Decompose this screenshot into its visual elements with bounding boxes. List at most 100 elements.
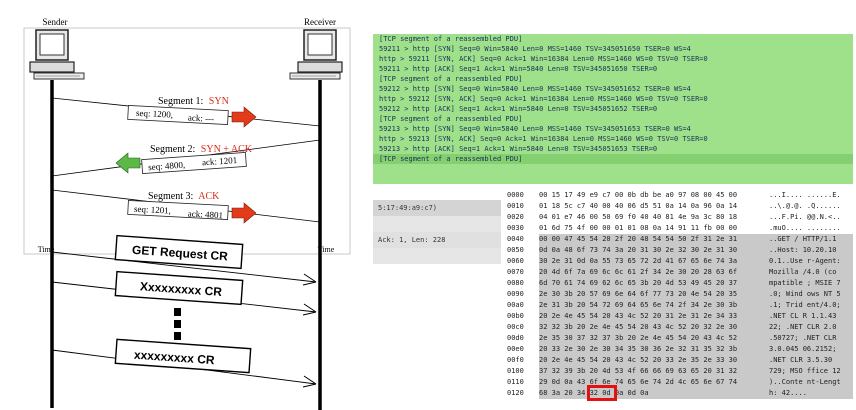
hex-offset: 00b0 — [507, 312, 524, 320]
packet-row[interactable]: 59211 > http [ACK] Seq=1 Ack=1 Win=5840 … — [379, 65, 658, 73]
packet-row[interactable]: http > 59212 [SYN, ACK] Seq=0 Ack=1 Win=… — [379, 95, 708, 103]
request-2-label: Xxxxxxxxx CR — [140, 279, 223, 299]
packet-row[interactable]: [TCP segment of a reassembled PDU] — [379, 75, 523, 83]
hex-offset: 0110 — [507, 378, 524, 386]
hex-offset: 00c0 — [507, 323, 524, 331]
request-3: xxxxxxxxx CR — [51, 338, 317, 388]
packet-row[interactable]: [TCP segment of a reassembled PDU] — [379, 35, 523, 43]
segment-3-ack: ack: 4801 — [188, 209, 224, 221]
packet-row[interactable]: [TCP segment of a reassembled PDU] — [373, 154, 853, 164]
packet-list[interactable]: [TCP segment of a reassembled PDU] 59211 … — [373, 34, 853, 184]
hex-bytes: 30 2e 31 0d 0a 55 73 65 72 2d 41 67 65 6… — [539, 256, 779, 267]
hex-ascii: .NET CL R 1.1.43 — [769, 311, 853, 322]
hex-bytes: 04 01 e7 46 00 50 69 f0 40 40 81 4e 9a 3… — [539, 213, 738, 221]
hex-row[interactable]: 00a0 2e 31 3b 20 54 72 69 64 65 6e 74 2f … — [501, 300, 853, 311]
hex-offset: 00e0 — [507, 345, 524, 353]
packet-row[interactable]: 59213 > http [ACK] Seq=1 Ack=1 Win=5840 … — [379, 145, 658, 153]
arrowhead-icon — [302, 375, 317, 388]
time-label-left: Time — [38, 245, 55, 254]
hex-ascii: .1; Trid ent/4.0; — [769, 300, 853, 311]
packet-row[interactable]: 59212 > http [SYN] Seq=0 Win=5840 Len=0 … — [379, 85, 691, 93]
hex-ascii: ..Host: 10.20.10 — [769, 245, 853, 256]
tcp-handshake-diagram: Sender Receiver Time Time Segment 1: SYN… — [23, 17, 351, 410]
hex-offset: 0040 — [507, 235, 524, 243]
packet-row[interactable]: 59211 > http [SYN] Seq=0 Win=5840 Len=0 … — [379, 45, 691, 53]
hex-bytes: 2e 30 3b 20 57 69 6e 64 6f 77 73 20 4e 5… — [539, 289, 779, 300]
hex-ascii: .50727; .NET CLR — [769, 333, 853, 344]
hex-bytes: 2e 31 3b 20 54 72 69 64 65 6e 74 2f 34 2… — [539, 300, 779, 311]
sender-label: Sender — [43, 17, 68, 27]
segment-2-flag: SYN + ACK — [201, 144, 253, 155]
hex-bytes: 0d 0a 48 6f 73 74 3a 20 31 30 2e 32 30 2… — [539, 245, 779, 256]
hex-ascii: ...F.Pi. @@.N.<.. — [769, 213, 841, 221]
hex-offset: 0030 — [507, 224, 524, 232]
hex-offset: 0010 — [507, 202, 524, 210]
hex-row[interactable]: 00c0 32 32 3b 20 2e 4e 45 54 20 43 4c 52 … — [501, 322, 853, 333]
hex-offset: 0020 — [507, 213, 524, 221]
hex-bytes: 00 00 47 45 54 20 2f 20 48 54 54 50 2f 3… — [539, 234, 779, 245]
segment-1-seq: seq: 1200, — [136, 108, 173, 120]
detail-row[interactable]: Ack: 1, Len: 228 — [373, 232, 501, 248]
hex-row[interactable]: 0090 2e 30 3b 20 57 69 6e 64 6f 77 73 20 … — [501, 289, 853, 300]
hex-ascii: ...I.... ......E. — [769, 191, 841, 199]
hex-offset: 00f0 — [507, 356, 524, 364]
hex-bytes: 20 4d 6f 7a 69 6c 6c 61 2f 34 2e 30 20 2… — [539, 267, 779, 278]
hex-row[interactable]: 0060 30 2e 31 0d 0a 55 73 65 72 2d 41 67 … — [501, 256, 853, 267]
hex-offset: 0120 — [507, 389, 524, 397]
ellipsis-dots-icon — [174, 308, 181, 340]
svg-text:Segment 2: SYN + ACK: Segment 2: SYN + ACK — [150, 144, 253, 155]
hex-row[interactable]: 0010 01 18 5c c7 40 00 40 06 d5 51 0a 14 … — [501, 201, 853, 212]
hex-bytes: 6d 70 61 74 69 62 6c 65 3b 20 4d 53 49 4… — [539, 278, 779, 289]
svg-text:Segment 1: SYN: Segment 1: SYN — [158, 96, 229, 107]
svg-text:Segment 3: ACK: Segment 3: ACK — [148, 191, 220, 202]
segment-3: Segment 3: ACK seq: 1201, ack: 4801 — [51, 189, 321, 224]
time-label-right: Time — [318, 245, 335, 254]
arrowhead-icon — [302, 303, 317, 316]
packet-row[interactable]: http > 59213 [SYN, ACK] Seq=0 Ack=1 Win=… — [379, 135, 708, 143]
hex-row[interactable]: 0020 04 01 e7 46 00 50 69 f0 40 40 81 4e … — [501, 212, 853, 223]
arrow-right-icon — [231, 106, 257, 128]
hex-bytes: 32 32 3b 20 2e 4e 45 54 20 43 4c 52 20 3… — [539, 322, 779, 333]
packet-row[interactable]: 59212 > http [ACK] Seq=1 Ack=1 Win=5840 … — [379, 105, 658, 113]
hex-offset: 0090 — [507, 290, 524, 298]
arrow-right-icon — [231, 202, 257, 224]
hex-ascii: 729; MSO ffice 12 — [769, 366, 853, 377]
hex-bytes: 20 2e 4e 45 54 20 43 4c 52 20 31 2e 31 2… — [539, 311, 779, 322]
segment-3-seq: seq: 1201, — [134, 204, 171, 216]
request-1-label: GET Request CR — [132, 243, 229, 264]
segment-2-title: Segment 2: — [150, 144, 195, 155]
packet-row[interactable]: [TCP segment of a reassembled PDU] — [379, 115, 523, 123]
hex-offset: 0080 — [507, 279, 524, 287]
segment-1-flag: SYN — [209, 96, 229, 107]
hex-offset: 00a0 — [507, 301, 524, 309]
hex-row[interactable]: 0070 20 4d 6f 7a 69 6c 6c 61 2f 34 2e 30 … — [501, 267, 853, 278]
hex-row[interactable]: 0110 29 0d 0a 43 6f 6e 74 65 6e 74 2d 4c … — [501, 377, 853, 388]
hex-bytes: 29 0d 0a 43 6f 6e 74 65 6e 74 2d 4c 65 6… — [539, 377, 779, 388]
packet-row[interactable]: http > 59211 [SYN, ACK] Seq=0 Ack=1 Win=… — [379, 55, 708, 63]
sender-computer-icon — [29, 29, 85, 80]
hex-bytes: 37 32 39 3b 20 4d 53 4f 66 66 69 63 65 2… — [539, 366, 779, 377]
receiver-label: Receiver — [304, 17, 336, 27]
hex-row[interactable]: 0080 6d 70 61 74 69 62 6c 65 3b 20 4d 53 … — [501, 278, 853, 289]
hex-row[interactable]: 0040 00 00 47 45 54 20 2f 20 48 54 54 50 … — [501, 234, 853, 245]
hex-offset: 0070 — [507, 268, 524, 276]
hex-ascii: 3.0.045 06.2152; — [769, 344, 853, 355]
segment-1-title: Segment 1: — [158, 96, 203, 107]
packet-row[interactable]: 59213 > http [SYN] Seq=0 Win=5840 Len=0 … — [379, 125, 691, 133]
hex-bytes: 01 18 5c c7 40 00 40 06 d5 51 0a 14 0a 9… — [539, 202, 738, 210]
hex-ascii: 22; .NET CLR 2.0 — [769, 322, 853, 333]
hex-row[interactable]: 00b0 20 2e 4e 45 54 20 43 4c 52 20 31 2e … — [501, 311, 853, 322]
detail-row[interactable]: 5:17:49:a9:c7) — [373, 200, 501, 216]
arrow-left-icon — [115, 152, 141, 174]
segment-3-flag: ACK — [198, 191, 220, 202]
receiver-computer-icon — [289, 29, 343, 80]
hex-offset: 0060 — [507, 257, 524, 265]
